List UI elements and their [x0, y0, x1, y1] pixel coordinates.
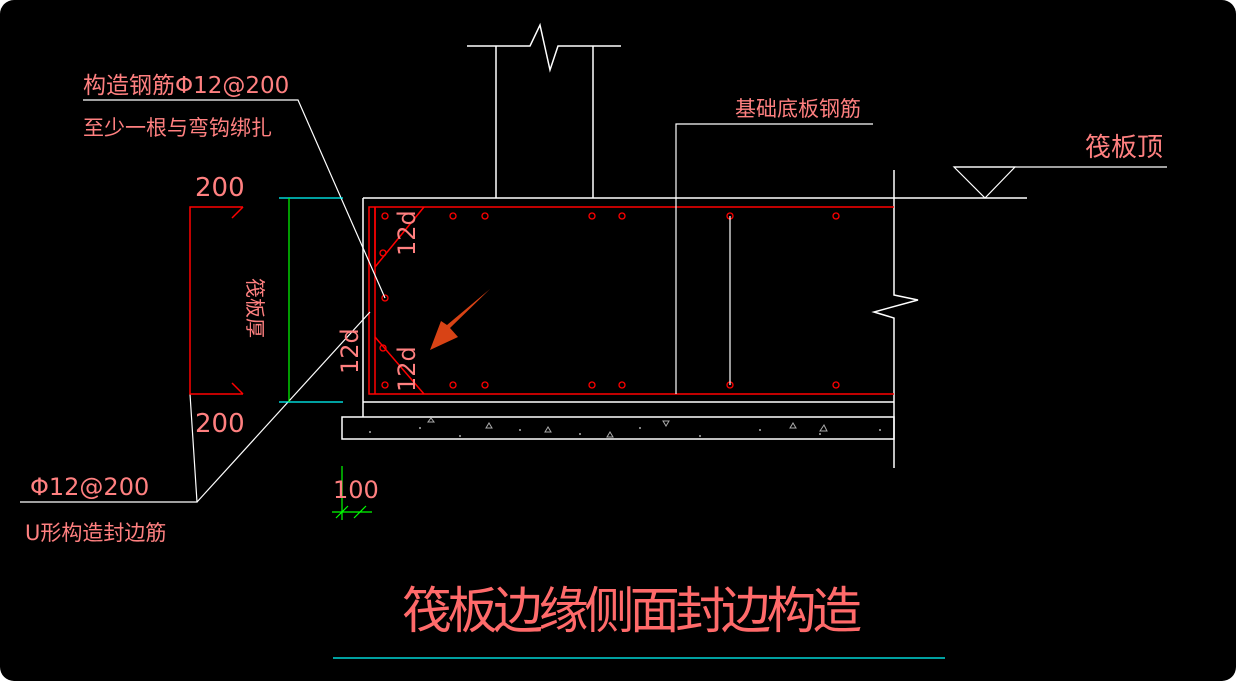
label-tie-note: 至少一根与弯钩绑扎 — [83, 116, 272, 140]
leader-lines — [20, 99, 1167, 503]
dim-100: 100 — [333, 476, 379, 504]
label-12d-top: 12d — [393, 210, 421, 256]
label-structural-rebar: 构造钢筋Φ12@200 — [83, 73, 289, 99]
aggregate-triangles — [427, 417, 828, 438]
drawing-title: 筏板边缘侧面封边构造 — [402, 582, 862, 640]
pointer-arrow-icon — [430, 289, 490, 350]
label-12d-bottom: 12d — [393, 346, 421, 392]
label-raft-thickness: 筏板厚 — [243, 278, 267, 338]
label-base-rebar: 基础底板钢筋 — [735, 97, 861, 121]
dim-top-200: 200 — [195, 173, 245, 203]
label-u-bar-name: U形构造封边筋 — [25, 521, 166, 545]
dimension-thickness — [279, 197, 372, 520]
label-12d-side: 12d — [336, 328, 364, 374]
concrete-hatch — [369, 427, 881, 437]
rebar-dots — [379, 212, 840, 389]
label-raft-top: 筏板顶 — [1085, 133, 1163, 163]
slab-outline — [341, 170, 1027, 468]
column — [467, 22, 621, 198]
rebar-cage — [368, 206, 894, 395]
u-bar — [189, 206, 244, 395]
label-u-bar-spec: Φ12@200 — [30, 473, 149, 501]
dim-bottom-200: 200 — [195, 409, 245, 439]
